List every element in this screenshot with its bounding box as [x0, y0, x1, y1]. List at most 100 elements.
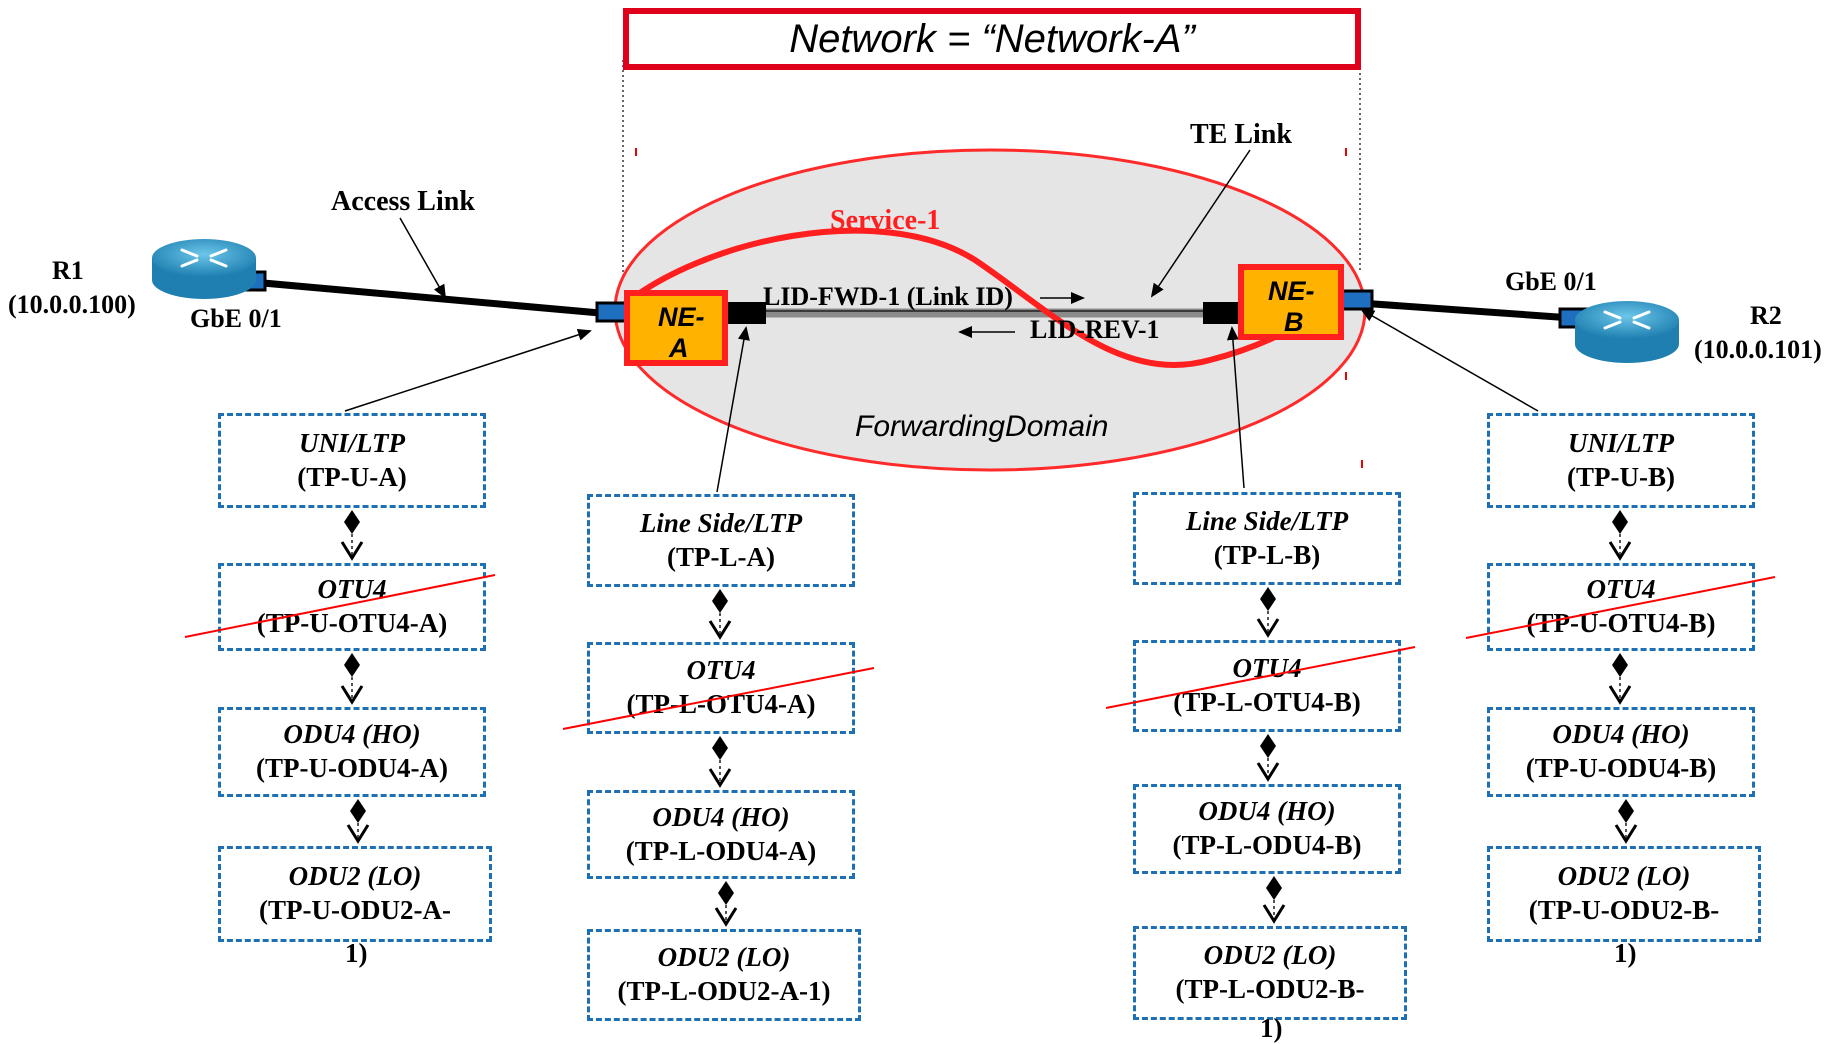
tp-u-otu4-b-id: (TP-U-OTU4-B) — [1526, 608, 1716, 638]
tp-l-otu4-b-box[interactable]: OTU4 (TP-L-OTU4-B) — [1133, 640, 1401, 732]
ne-b-box[interactable]: NE- B — [1238, 264, 1344, 340]
tp-l-a-title: Line Side/LTP — [639, 507, 803, 538]
tp-l-odu2-a-id: (TP-L-ODU2-A-1) — [617, 976, 831, 1006]
composition-diamond — [1260, 734, 1276, 758]
composition-connector — [714, 881, 738, 927]
composition-arrowhead — [1256, 618, 1280, 638]
composition-arrowhead — [1614, 824, 1638, 844]
tp-u-b-pointer — [1360, 309, 1539, 412]
tp-u-otu4-b-box[interactable]: OTU4 (TP-U-OTU4-B) — [1487, 563, 1755, 651]
composition-connector — [1256, 587, 1280, 638]
tp-l-odu4-b-id: (TP-L-ODU4-B) — [1172, 830, 1362, 860]
access-link-label: Access Link — [331, 186, 475, 217]
composition-arrowhead — [346, 824, 370, 844]
tp-u-odu4-a-id: (TP-U-ODU4-A) — [256, 753, 448, 783]
composition-arrowhead — [1256, 762, 1280, 782]
composition-connector — [1262, 876, 1286, 924]
tp-u-b-box[interactable]: UNI/LTP (TP-U-B) — [1487, 413, 1755, 508]
r1-port-label: GbE 0/1 — [190, 304, 282, 333]
composition-arrowhead — [708, 620, 732, 640]
composition-diamond — [344, 653, 360, 677]
service-1-path — [618, 227, 1338, 368]
composition-connector — [708, 589, 732, 640]
tp-u-odu2-a-box[interactable]: ODU2 (LO) (TP-U-ODU2-A- — [218, 846, 492, 942]
tp-l-otu4-a-box[interactable]: OTU4 (TP-L-OTU4-A) — [587, 642, 855, 734]
network-title-text: Network = “Network-A” — [789, 17, 1195, 61]
tp-l-a-pointer — [716, 326, 750, 493]
tp-l-b-id: (TP-L-B) — [1213, 539, 1321, 570]
composition-connector — [340, 510, 364, 561]
tp-u-odu4-a-box[interactable]: ODU4 (HO) (TP-U-ODU4-A) — [218, 707, 486, 797]
tp-l-otu4-a-title: OTU4 — [686, 655, 756, 686]
composition-diamond — [344, 510, 360, 534]
tp-u-a-pointer — [344, 329, 592, 412]
access-link-r2 — [1359, 299, 1573, 322]
network-title: Network = “Network-A” — [623, 8, 1361, 70]
tp-l-odu2-a-box[interactable]: ODU2 (LO) (TP-L-ODU2-A-1) — [587, 929, 861, 1021]
tp-u-otu4-a-id: (TP-U-OTU4-A) — [256, 608, 448, 638]
service-1-label: Service-1 — [830, 205, 941, 236]
composition-connector — [1608, 510, 1632, 561]
tp-l-odu4-a-box[interactable]: ODU4 (HO) (TP-L-ODU4-A) — [587, 790, 855, 879]
tp-l-b-pointer — [1226, 326, 1245, 489]
composition-diamond — [350, 799, 366, 823]
tp-u-odu4-b-box[interactable]: ODU4 (HO) (TP-U-ODU4-B) — [1487, 707, 1755, 797]
composition-connector — [1614, 799, 1638, 844]
router-r1-icon — [152, 239, 256, 299]
tp-l-odu2-b-id: (TP-L-ODU2-B- — [1175, 974, 1365, 1004]
composition-connectors — [340, 510, 1638, 927]
tp-l-odu2-a-title: ODU2 (LO) — [657, 942, 791, 973]
tp-l-odu4-b-box[interactable]: ODU4 (HO) (TP-L-ODU4-B) — [1133, 784, 1401, 874]
tp-l-odu2-b-overflow: 1) — [1260, 1013, 1283, 1043]
composition-diamond — [1612, 510, 1628, 534]
r1-ip: (10.0.0.100) — [8, 290, 136, 319]
composition-connector — [1256, 734, 1280, 782]
tp-u-odu2-a-title: ODU2 (LO) — [288, 861, 422, 892]
tp-u-a-box[interactable]: UNI/LTP (TP-U-A) — [218, 413, 486, 508]
composition-diamond — [1618, 799, 1634, 823]
access-link-pointer — [399, 217, 446, 299]
tp-l-odu4-a-id: (TP-L-ODU4-A) — [625, 835, 817, 866]
composition-arrowhead — [1262, 904, 1286, 924]
ne-b-line1: NE- — [1268, 276, 1315, 306]
tp-l-b-box[interactable]: Line Side/LTP (TP-L-B) — [1133, 492, 1401, 585]
tp-l-odu4-b-title: ODU4 (HO) — [1198, 796, 1336, 827]
tp-u-odu2-a-overflow: 1) — [345, 938, 368, 968]
boundary-ticks — [635, 148, 1363, 468]
ne-a-box[interactable]: NE- A — [624, 290, 728, 366]
composition-connector — [708, 736, 732, 788]
tp-u-odu4-a-title: ODU4 (HO) — [283, 719, 421, 750]
ne-b-line2: B — [1284, 307, 1304, 337]
composition-arrowhead — [340, 541, 364, 561]
composition-arrowhead — [340, 685, 364, 705]
tp-l-a-box[interactable]: Line Side/LTP (TP-L-A) — [587, 494, 855, 587]
tp-u-odu4-b-id: (TP-U-ODU4-B) — [1525, 753, 1717, 783]
r2-ip: (10.0.0.101) — [1694, 335, 1822, 364]
tp-u-otu4-b-title: OTU4 — [1586, 574, 1656, 605]
composition-connector — [346, 799, 370, 844]
tp-u-a-title: UNI/LTP — [299, 427, 405, 458]
tp-u-odu2-a-id: (TP-U-ODU2-A- — [259, 895, 451, 925]
tp-l-a-id: (TP-L-A) — [667, 541, 775, 572]
r2-name: R2 — [1750, 301, 1782, 330]
forwarding-domain-label: ForwardingDomain — [855, 410, 1109, 443]
tp-u-odu2-b-box[interactable]: ODU2 (LO) (TP-U-ODU2-B- — [1487, 846, 1761, 942]
r2-port-label: GbE 0/1 — [1505, 267, 1597, 296]
tp-l-otu4-b-id: (TP-L-OTU4-B) — [1173, 687, 1361, 717]
tp-u-b-id: (TP-U-B) — [1567, 461, 1675, 492]
composition-arrowhead — [1608, 685, 1632, 705]
tp-u-b-title: UNI/LTP — [1568, 427, 1674, 458]
composition-arrowhead — [1608, 541, 1632, 561]
tp-l-otu4-b-title: OTU4 — [1232, 653, 1302, 684]
tp-u-otu4-a-box[interactable]: OTU4 (TP-U-OTU4-A) — [218, 563, 486, 651]
te-link-pointer — [1150, 149, 1251, 298]
composition-diamond — [1266, 876, 1282, 900]
tp-u-odu2-b-id: (TP-U-ODU2-B- — [1528, 895, 1720, 925]
composition-diamond — [1612, 653, 1628, 677]
tp-u-odu2-b-overflow: 1) — [1614, 938, 1637, 968]
composition-arrowhead — [708, 768, 732, 788]
lid-rev-label: LID-REV-1 — [1030, 315, 1160, 344]
tp-l-odu2-b-box[interactable]: ODU2 (LO) (TP-L-ODU2-B- — [1133, 926, 1407, 1020]
